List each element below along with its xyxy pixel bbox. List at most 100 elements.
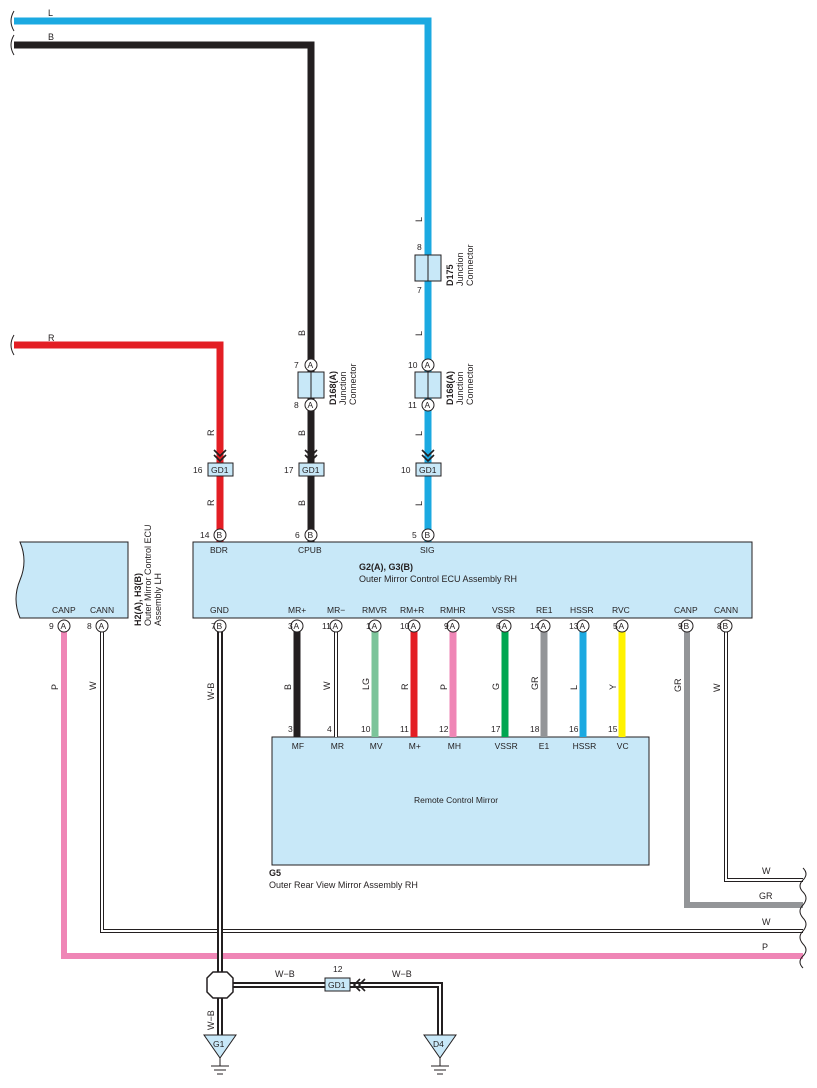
ecu-rh-bottom-conn-6: A xyxy=(502,621,508,631)
gd1-pin-12: 12 xyxy=(333,964,343,974)
ecu-rh-bottom-conn-0: B xyxy=(217,621,223,631)
ecu-rh-pin-name-mrp: MR+ xyxy=(288,605,306,615)
right-wire-label-p: P xyxy=(762,942,768,952)
ecu-lh-pin-name-canp: CANP xyxy=(52,605,76,615)
mirror-inner-label: Remote Control Mirror xyxy=(414,795,498,805)
ecu-rh-pin-name-canp: CANP xyxy=(674,605,698,615)
gd1-chevron-10 xyxy=(421,449,435,463)
d168b-line2: Connector xyxy=(348,363,358,405)
d175-line2: Connector xyxy=(465,244,475,286)
ecu-rh-top-num-bdr: 14 xyxy=(200,530,210,540)
mirror-pin-num-2: 10 xyxy=(361,724,371,734)
wire-label-l4: L xyxy=(414,501,424,506)
mirror-box xyxy=(271,736,650,866)
ecu-rh-top-pin-cpub: B 6 xyxy=(295,528,318,542)
ecu-rh-wire-label-11: W xyxy=(712,683,722,692)
d175-pin-top: 8 xyxy=(417,242,422,252)
ecu-rh-pin-name-mrm: MR− xyxy=(327,605,345,615)
gd1-chevron-12 xyxy=(352,978,366,992)
ecu-rh-top-pin-bdr: B 14 xyxy=(200,528,227,542)
wire-label-b-top: B xyxy=(48,32,54,42)
d168b-conn-top: A xyxy=(308,360,314,370)
ecu-rh-bottom-conn-1: A xyxy=(294,621,300,631)
ecu-rh-pin-name-rmpr: RM+R xyxy=(400,605,424,615)
ecu-rh-bottom-num-0: 7 xyxy=(211,621,216,631)
ecu-lh-line2: Assembly LH xyxy=(153,573,163,626)
gd1-pin-10: 10 xyxy=(401,465,411,475)
mirror-pin-name-6: E1 xyxy=(539,741,550,751)
ground-g1-label: G1 xyxy=(213,1039,225,1049)
d175-name: D175 xyxy=(445,264,455,286)
gd1-connector-17: GD1 17 xyxy=(284,462,325,477)
ecu-rh-top-pin-sig: B 5 xyxy=(412,528,435,542)
d168b-conn-bottom: A xyxy=(308,400,314,410)
wire-label-b2: B xyxy=(297,430,307,436)
ecu-rh-pin-name-rmhr: RMHR xyxy=(440,605,466,615)
ground-splice-point xyxy=(206,971,234,999)
mirror-pin-name-3: M+ xyxy=(409,741,421,751)
ecu-mirror-wire-label-7: GR xyxy=(530,676,540,690)
gd1-pin-17: 17 xyxy=(284,465,294,475)
mirror-pin-name-4: MH xyxy=(448,741,461,751)
ecu-lh-num-cann: 8 xyxy=(87,621,92,631)
ecu-rh-pin-name-re1: RE1 xyxy=(536,605,553,615)
ground-d4-label: D4 xyxy=(433,1039,444,1049)
ecu-mirror-wire-label-6: G xyxy=(491,683,501,690)
wire-label-b3: B xyxy=(297,500,307,506)
ecu-rh-title: G2(A), G3(B) xyxy=(359,562,413,572)
ecu-rh-bottom-num-1: 3 xyxy=(288,621,293,631)
d168l-line1: Junction xyxy=(455,371,465,405)
ground-d4: D4 xyxy=(423,1034,457,1075)
ecu-rh-pin-name-cpub: CPUB xyxy=(298,545,322,555)
gd1-connector-10: GD1 10 xyxy=(401,462,442,477)
ecu-rh-bottom-conn-3: A xyxy=(372,621,378,631)
ecu-rh-subtitle: Outer Mirror Control ECU Assembly RH xyxy=(359,574,517,584)
wire-b-main xyxy=(14,41,315,542)
ecu-mirror-wire-label-8: L xyxy=(569,685,579,690)
wire-label-b1: B xyxy=(297,330,307,336)
ecu-lh-wire-label-w: W xyxy=(88,681,98,690)
d168b-pin-top: 7 xyxy=(294,360,299,370)
ecu-rh-pin-name-sig: SIG xyxy=(420,545,435,555)
ecu-rh-bottom-num-3: 1 xyxy=(366,621,371,631)
ecu-rh-wire-label-gnd: W-B xyxy=(206,683,216,700)
ecu-rh-bottom-num-8: 13 xyxy=(569,621,579,631)
d175-pin-bottom: 7 xyxy=(417,285,422,295)
right-break-line xyxy=(799,867,807,969)
junction-connector-d168-b: A A 7 8 D168(A) Junction Connector xyxy=(294,358,358,412)
wire-wb-d4 xyxy=(350,984,441,1035)
ecu-rh-bottom-pin-0: B7 xyxy=(211,619,227,633)
right-wire-label-gr: GR xyxy=(759,891,773,901)
ecu-rh-pin-name-hssr: HSSR xyxy=(570,605,594,615)
ecu-mirror-wire-label-1: B xyxy=(283,684,293,690)
wire-label-l-top: L xyxy=(48,8,53,18)
wire-break-l xyxy=(10,10,15,32)
d168l-name: D168(A) xyxy=(445,371,455,405)
mirror-pin-name-2: MV xyxy=(370,741,383,751)
ecu-rh-bottom-num-7: 14 xyxy=(530,621,540,631)
ecu-rh-bottom-num-2: 11 xyxy=(322,621,331,631)
ecu-rh-bottom-num-5: 9 xyxy=(444,621,449,631)
d168b-name: D168(A) xyxy=(328,371,338,405)
ecu-rh-top-num-cpub: 6 xyxy=(295,530,300,540)
ecu-rh-bottom-num-6: 6 xyxy=(496,621,501,631)
mirror-pin-num-6: 18 xyxy=(530,724,540,734)
wire-label-l3: L xyxy=(414,431,424,436)
ecu-lh-line1: Outer Mirror Control ECU xyxy=(143,524,153,626)
d168l-pin-top: 10 xyxy=(408,360,418,370)
wire-label-r-lower: R xyxy=(206,499,216,506)
junction-connector-d175: 8 7 D175 Junction Connector xyxy=(414,242,475,295)
ecu-rh-bottom-pin-1: A3 xyxy=(288,619,304,633)
ecu-rh-bottom-conn-10: B xyxy=(684,621,690,631)
d168l-line2: Connector xyxy=(465,363,475,405)
ecu-rh-top-conn-sig: B xyxy=(425,530,431,540)
gd1-pin-16: 16 xyxy=(193,465,203,475)
wire-gr-canp-rh xyxy=(684,626,803,908)
wire-w-cann-rh xyxy=(725,626,803,881)
wire-label-r-upper: R xyxy=(206,429,216,436)
wire-label-l2: L xyxy=(414,331,424,336)
wire-label-r-top: R xyxy=(48,333,55,343)
ecu-rh-bottom-num-9: 5 xyxy=(613,621,618,631)
